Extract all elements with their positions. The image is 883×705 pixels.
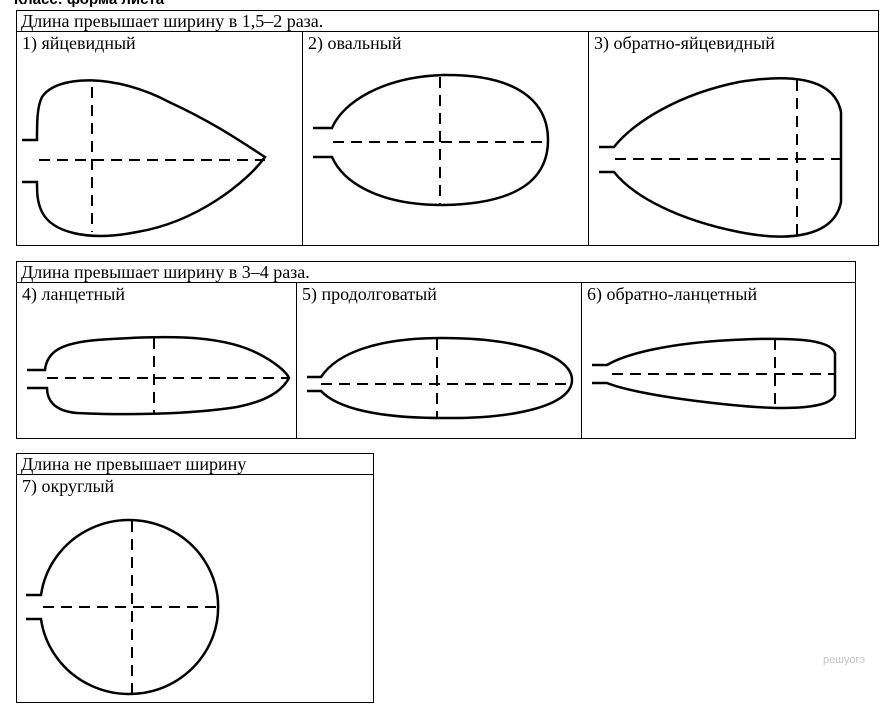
page-heading: Класс: форма листа: [14, 0, 164, 8]
cell-lanceolate: 4) ланцетный: [17, 283, 296, 438]
cell-oblong: 5) продолговатый: [296, 283, 581, 438]
label-ovate: 1) яйцевидный: [22, 33, 136, 53]
table-group-3: Длина не превышает ширину 7) округлый: [16, 453, 374, 703]
table-group-2: Длина превышает ширину в 3–4 раза. 4) ла…: [16, 261, 856, 439]
group-3-header: Длина не превышает ширину: [17, 454, 373, 475]
oblanceolate-leaf-icon: [592, 337, 837, 410]
oval-leaf-icon: [313, 73, 550, 207]
label-obovate: 3) обратно-яйцевидный: [594, 33, 775, 53]
cell-ovate: 1) яйцевидный: [17, 32, 302, 245]
orbicular-leaf-icon: [26, 518, 222, 696]
lanceolate-leaf-icon: [27, 335, 291, 416]
label-oval: 2) овальный: [308, 33, 402, 53]
cell-obovate: 3) обратно-яйцевидный: [588, 32, 880, 245]
cell-oval: 2) овальный: [302, 32, 588, 245]
group-1-header: Длина превышает ширину в 1,5–2 раза.: [17, 11, 878, 32]
label-orbicular: 7) округлый: [22, 476, 115, 496]
watermark-text: решуогэ: [823, 654, 866, 666]
cell-orbicular: 7) округлый: [17, 475, 375, 702]
label-lanceolate: 4) ланцетный: [22, 284, 125, 304]
group-2-header: Длина превышает ширину в 3–4 раза.: [17, 262, 855, 283]
label-oblong: 5) продолговатый: [302, 284, 437, 304]
obovate-leaf-icon: [599, 77, 843, 238]
label-oblanceolate: 6) обратно-ланцетный: [587, 284, 758, 304]
table-group-1: Длина превышает ширину в 1,5–2 раза. 1) …: [16, 10, 879, 246]
ovate-leaf-icon: [22, 79, 267, 238]
cell-oblanceolate: 6) обратно-ланцетный: [581, 283, 857, 438]
oblong-leaf-icon: [307, 336, 574, 420]
